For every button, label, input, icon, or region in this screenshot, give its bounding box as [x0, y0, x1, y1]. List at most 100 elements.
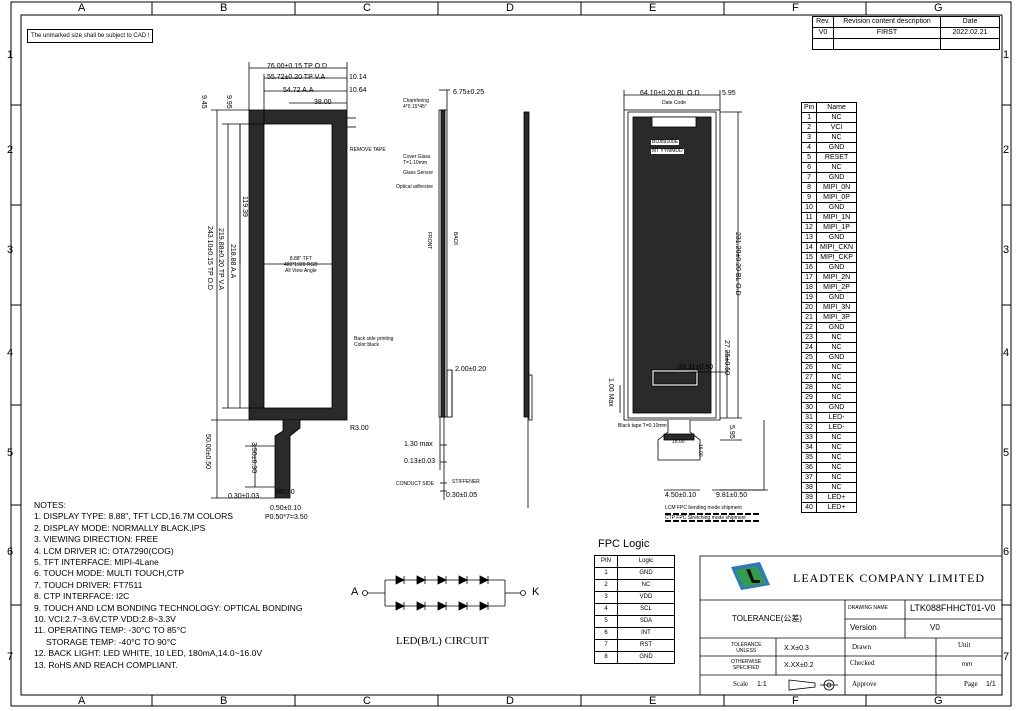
- dim-r300: R3.00: [350, 425, 369, 432]
- grid-col-d: D: [506, 2, 514, 14]
- chamfering-label: Chamfering 4*0.15*45°: [403, 98, 429, 110]
- fpc-logic-title: FPC Logic: [598, 538, 650, 550]
- conduct-side-label: CONDUCT SIDE: [396, 481, 434, 487]
- grid-row-6: 6: [7, 546, 14, 558]
- note-item: 10. VCI:2.7~3.6V,CTP VDD:2.8~3.3V: [34, 614, 176, 625]
- grid-col-g: G: [934, 2, 943, 14]
- stiffener-label: STIFFENER: [452, 479, 480, 485]
- note-item: 7. TOUCH DRIVER: FT7511: [34, 579, 143, 590]
- grid-col-c: C: [363, 2, 371, 14]
- note-item: 4. LCM DRIVER IC: OTA7290(COG): [34, 545, 174, 556]
- company-name: LEADTEK COMPANY LIMITED: [793, 571, 986, 585]
- dim-1014: 10.14: [349, 74, 367, 81]
- back-side-printing-label: Back side printing Color:black: [354, 336, 394, 348]
- dim-tp-va: 55.72±0.20 TP V.A: [267, 74, 326, 81]
- dim-130max: 1.30 max: [404, 441, 433, 448]
- page-value: 1/1: [986, 681, 996, 688]
- grid-col-b-bottom: B: [220, 695, 228, 707]
- version-label: Version: [850, 623, 877, 632]
- note-item: 9. TOUCH AND LCM BONDING TECHNOLOGY: OPT…: [34, 602, 303, 613]
- dim-450: 4.50±0.10: [665, 492, 697, 499]
- grid-row-3: 3: [7, 244, 14, 256]
- grid-col-a-bottom: A: [78, 695, 86, 707]
- scale-symbol: [788, 679, 838, 691]
- page-label: Page: [964, 680, 978, 688]
- note-item: STORAGE TEMP: -40°C TO 90°C: [34, 636, 177, 647]
- grid-col-a: A: [78, 2, 86, 14]
- grid-col-e-bottom: E: [649, 695, 657, 707]
- pin-name: LED+: [816, 502, 857, 513]
- dim-050: 0.50±0.10: [270, 505, 302, 512]
- dim-200: 2.00±0.20: [455, 366, 487, 373]
- dim-030: 0.30±0.03: [228, 493, 260, 500]
- dim-aa-w: 54.72 A.A: [283, 87, 314, 94]
- grid-row-6-right: 6: [1003, 546, 1010, 558]
- dim-r030: R0.30: [276, 489, 295, 496]
- scale-label: Scale: [733, 680, 749, 688]
- scale-value: 1:1: [757, 681, 767, 688]
- fpc-logic: GND: [617, 651, 675, 664]
- otherwise-value: X.XX±0.2: [784, 662, 814, 669]
- notes-block: NOTES: 1. DISPLAY TYPE: 8.88", TFT LCD,1…: [34, 500, 303, 671]
- lcm-bend-label: LCM FPC bending mode shipment: [665, 505, 742, 511]
- otherwise-label: OTHERWISE SPECIFIED: [731, 659, 762, 671]
- panel-label: 8.88" TFT 480*1920 RGB All View Angle: [284, 256, 318, 274]
- grid-row-3-right: 3: [1003, 244, 1010, 256]
- grid-row-2-right: 2: [1003, 144, 1010, 156]
- grid-col-b: B: [220, 2, 228, 14]
- note-item: 8. CTP INTERFACE: I2C: [34, 591, 130, 602]
- dim-bl-od: 64.10±0.20 BL O.D: [640, 90, 700, 97]
- led-cathode-label: K: [532, 586, 540, 598]
- grid-row-2: 2: [7, 144, 14, 156]
- dim-3331: 33.31±0.50: [678, 364, 713, 371]
- grid-row-7-right: 7: [1003, 651, 1010, 663]
- dim-675: 6.75±0.25: [453, 89, 485, 96]
- back-code-1: BL089100E: [651, 139, 680, 145]
- tolerance-label: TOLERANCE(公差): [732, 614, 803, 623]
- leadtek-logo: [731, 562, 770, 590]
- grid-row-1-right: 1: [1003, 49, 1010, 61]
- approve-label: Approve: [852, 680, 877, 688]
- dim-1500: 15.00: [672, 439, 685, 445]
- ctp-stretch-label: CTP FPC Stretching mode shipment: [665, 515, 746, 521]
- glass-sensor-label: Glass Sensor: [403, 170, 434, 176]
- date-code-label: Date Code: [662, 100, 686, 106]
- unit-value: mm: [962, 662, 972, 668]
- version-value: V0: [930, 623, 940, 632]
- grid-row-4-right: 4: [1003, 347, 1010, 359]
- note-item: 1. DISPLAY TYPE: 8.88", TFT LCD,16.7M CO…: [34, 511, 234, 522]
- cover-glass-label: Cover Glass T=1.10mm: [403, 154, 431, 166]
- back-code-2: MT YYMMDD: [651, 148, 684, 154]
- drawing-name: LTK088FHHCT01-V0: [910, 603, 996, 613]
- grid-row-7: 7: [7, 651, 14, 663]
- black-tape-label: Black tape T=0.10mm: [618, 423, 667, 429]
- revision-table: Rev. Revision content description Date V…: [812, 16, 1000, 50]
- dim-tp-od: 76.00±0.15 TP O.D: [267, 63, 328, 70]
- optical-adhesive-label: Optical adhesive: [396, 184, 433, 190]
- cad-note: The unmarked size shall be subject to CA…: [27, 29, 154, 43]
- grid-row-5-right: 5: [1003, 447, 1010, 459]
- dim-030-side: 0.30±0.05: [446, 492, 478, 499]
- grid-col-g-bottom: G: [934, 695, 943, 707]
- remove-tape-label: REMOVE TAPE: [350, 147, 386, 153]
- grid-col-f: F: [792, 2, 799, 14]
- note-item: 2. DISPLAY MODE: NORMALLY BLACK,IPS: [34, 522, 206, 533]
- dim-981: 9.81±0.50: [716, 492, 748, 499]
- checked-label: Checked: [850, 659, 875, 667]
- tol-unless-value: X.X±0.3: [784, 645, 809, 652]
- drawn-label: Drawn: [852, 643, 872, 651]
- dim-pitch: P0.50*7=3.50: [265, 514, 308, 521]
- drawing-name-label: DRAWING NAME: [848, 605, 888, 611]
- grid-row-5: 5: [7, 447, 14, 459]
- dim-013: 0.13±0.03: [404, 458, 436, 465]
- grid-row-4: 4: [7, 347, 14, 359]
- grid-col-f-bottom: F: [792, 695, 799, 707]
- grid-col-d-bottom: D: [506, 695, 514, 707]
